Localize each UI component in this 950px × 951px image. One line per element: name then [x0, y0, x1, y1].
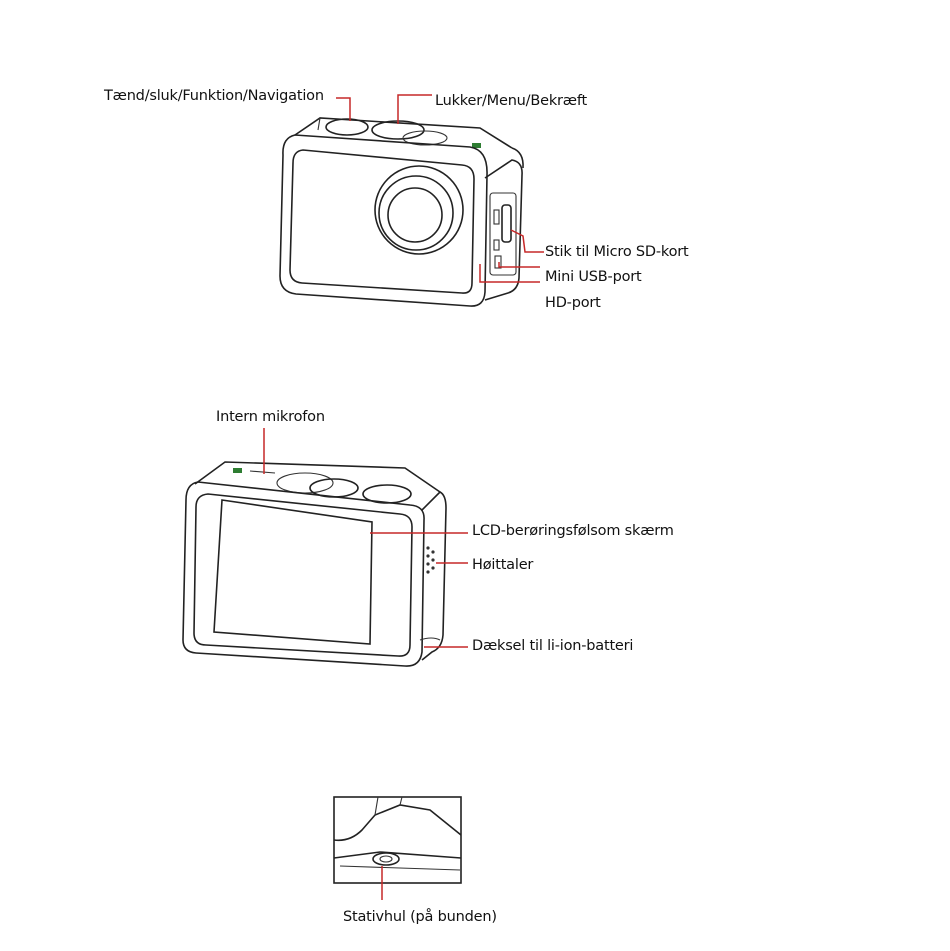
inset-frame [334, 797, 461, 883]
label-shutter-button: Lukker/Menu/Bekræft [435, 93, 587, 109]
tripod-hole-drawing [373, 853, 399, 865]
label-power-button: Tænd/sluk/Funktion/Navigation [104, 88, 324, 104]
label-lcd-screen: LCD-berøringsfølsom skærm [472, 523, 674, 539]
label-usb-port: Mini USB-port [545, 269, 642, 285]
label-tripod-hole: Stativhul (på bunden) [343, 909, 497, 925]
label-hd-port: HD-port [545, 295, 601, 311]
label-battery-cover: Dæksel til li-ion-batteri [472, 638, 633, 654]
label-sd-slot: Stik til Micro SD-kort [545, 244, 689, 260]
label-microphone: Intern mikrofon [216, 409, 325, 425]
label-speaker: Høittaler [472, 557, 533, 573]
